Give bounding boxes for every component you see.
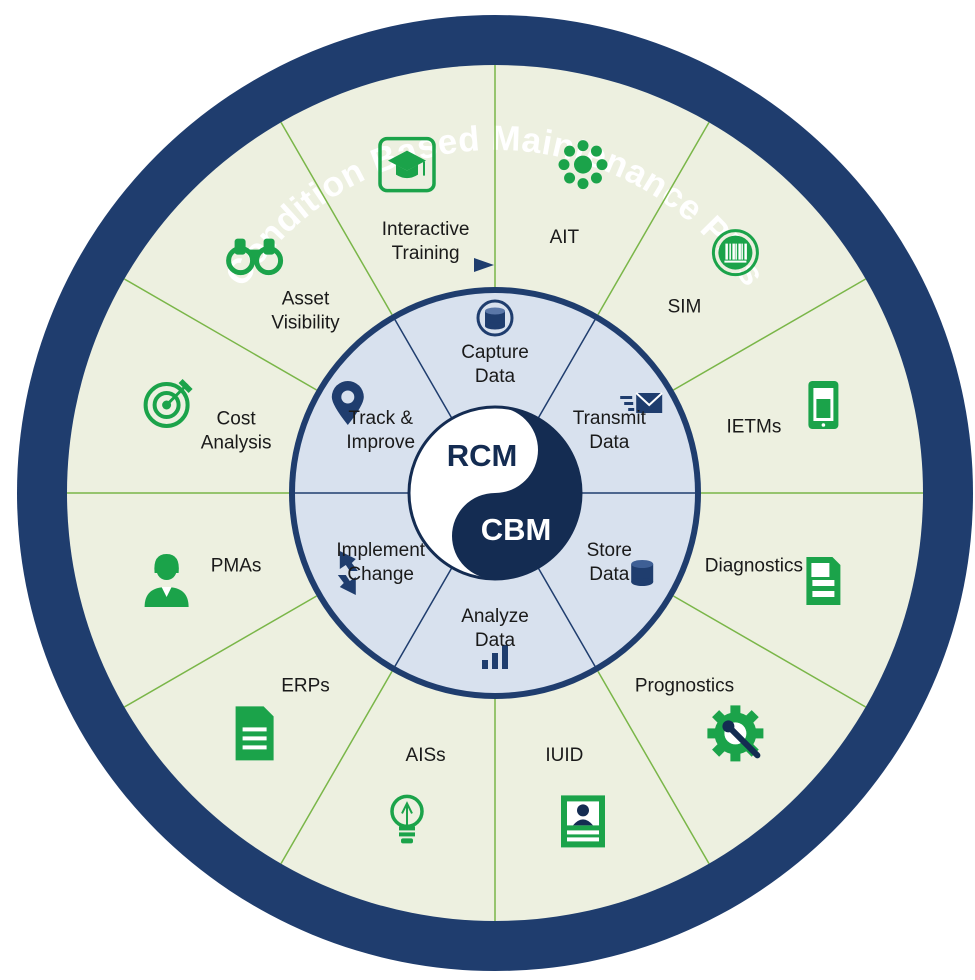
outer_segments-label: PMAs [211,555,262,576]
arrows-cycle-icon [337,551,358,595]
outer_segments-label: Diagnostics [705,555,803,576]
outer-segment: AIT [550,140,608,248]
inner_segments-label: Implement [336,540,425,561]
rcm-label: RCM [447,438,518,473]
outer_segments-label: ERPs [281,676,330,697]
dots-cluster-icon [558,140,608,190]
outer-divider-line [673,595,867,708]
inner-divider-line [537,567,596,667]
bar-chart-icon [482,645,508,669]
inner_segments-label: Track & [348,408,413,429]
envelope-icon [620,392,663,413]
outer_segments-label: AISs [406,745,446,766]
cycle-arrow-icon [474,258,494,272]
gear-wrench-icon [707,705,764,762]
inner_segments-label: Improve [346,432,415,453]
outer-divider-line [597,671,710,865]
inner_segments-label: Change [347,564,414,585]
outer-segment: PMAs [144,554,262,607]
outer-segment: Prognostics [635,676,764,762]
id-badge-icon [561,795,605,848]
inner_segments-label: Data [589,564,630,585]
graduation-cap-icon [378,136,436,193]
outer_segments-label: Prognostics [635,676,734,697]
inner_segments-label: Transmit [573,408,647,429]
inner_segments-label: Data [475,366,516,387]
inner-segment: Track & Improve [331,381,415,453]
inner-divider-line [394,319,453,419]
cbm-label: CBM [481,512,552,547]
inner_segments-label: Data [475,630,516,651]
inner_segments-label: Store [587,540,632,561]
outer_segments-label: IETMs [726,417,781,438]
outer_segments-label: IUID [545,745,583,766]
person-icon [144,554,189,607]
inner_segments-label: Analyze [461,606,529,627]
outer-segment: ERPs [235,676,330,761]
outer-divider-line [123,278,317,391]
inner-divider-line [537,319,596,419]
target-icon [143,379,193,428]
inner-segments: CaptureDataTransmitDataStoreDataAnalyzeD… [331,299,663,669]
inner-divider-line [394,567,453,667]
yin-yang-dark [452,407,581,579]
location-pin-icon [331,381,364,425]
binoculars-icon [226,238,284,276]
inner-dividers [295,319,695,667]
database-icon [476,299,514,337]
outer-dividers [67,65,923,921]
outer-divider-line [123,595,317,708]
outer_segments-label: SIM [668,297,702,318]
document-checklist-icon [806,557,841,605]
outer-segment: Diagnostics [705,555,841,605]
inner_segments-label: Data [589,432,630,453]
barcode-circle-icon [711,229,759,277]
outer-divider-line [673,278,867,391]
outer_segments-label: Cost [217,409,257,430]
outer-segment: AISs [390,745,446,844]
outer_segments-label: Visibility [271,313,340,334]
rcm-cbm-center: RCM CBM [407,405,583,581]
document-icon [235,706,274,761]
outer-divider-line [597,121,710,315]
tablet-device-icon [808,381,839,429]
outer_segments-label: Training [392,243,460,264]
outer-divider-line [280,671,393,865]
outer-segment: SIM [668,229,759,318]
outer-segment: IETMs [726,381,839,438]
inner_segments-label: Capture [461,342,529,363]
storage-icon [631,560,654,586]
outer-segment: IUID [545,745,605,848]
outer_segments-label: Asset [282,289,330,310]
outer_segments-label: Interactive [382,219,470,240]
outer-divider-line [280,121,393,315]
light-bulb-icon [390,794,424,844]
outer_segments-label: AIT [550,227,580,248]
outer_segments-label: Analysis [201,433,272,454]
